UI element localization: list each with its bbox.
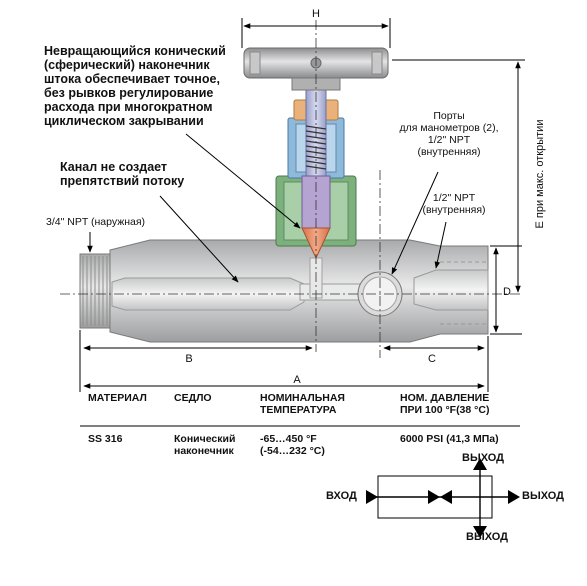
flow-outlet-top-label: ВЫХОД xyxy=(462,452,505,464)
valve-body xyxy=(79,239,489,343)
table-header-temperature: НОМИНАЛЬНАЯ ТЕМПЕРАТУРА xyxy=(260,392,345,416)
dim-c-label: C xyxy=(428,353,436,365)
table-header-seat: СЕДЛО xyxy=(174,392,212,404)
leader-lines xyxy=(87,133,447,283)
table-cell-pressure: 6000 PSI (41,3 МПа) xyxy=(400,433,499,445)
flow-outlet-right-label: ВЫХОД xyxy=(522,490,565,502)
dim-b-label: B xyxy=(185,353,193,365)
dimension-lines xyxy=(79,18,525,392)
table-cell-seat: Конический наконечник xyxy=(174,433,236,457)
dim-e-label: E при макс. открытии xyxy=(534,119,546,229)
flow-inlet-label: ВХОД xyxy=(326,490,357,502)
table-cell-material: SS 316 xyxy=(88,433,123,445)
flow-outlet-bottom-label: ВЫХОД xyxy=(466,531,509,543)
flow-schematic xyxy=(366,458,520,538)
gauge-ports-label: Порты для манометров (2), 1/2" NPT (внут… xyxy=(399,110,499,158)
table-header-pressure: НОМ. ДАВЛЕНИЕ ПРИ 100 °F(38 °C) xyxy=(400,392,490,416)
outlet-thread-label: 1/2" NPT (внутренняя) xyxy=(422,192,486,216)
dim-a-label: A xyxy=(293,374,301,386)
dim-h-label: H xyxy=(312,8,320,20)
centerlines xyxy=(60,20,520,358)
table-cell-temperature: -65…450 °F (-54…232 °C) xyxy=(260,433,325,457)
channel-note: Канал не создает препятствий потоку xyxy=(60,160,185,188)
dim-d-label: D xyxy=(503,286,511,298)
inlet-thread-label: 3/4" NPT (наружная) xyxy=(46,216,146,228)
table-header-material: МАТЕРИАЛ xyxy=(88,392,147,404)
stem-tip-note: Невращающийся конический (сферический) н… xyxy=(44,44,226,128)
